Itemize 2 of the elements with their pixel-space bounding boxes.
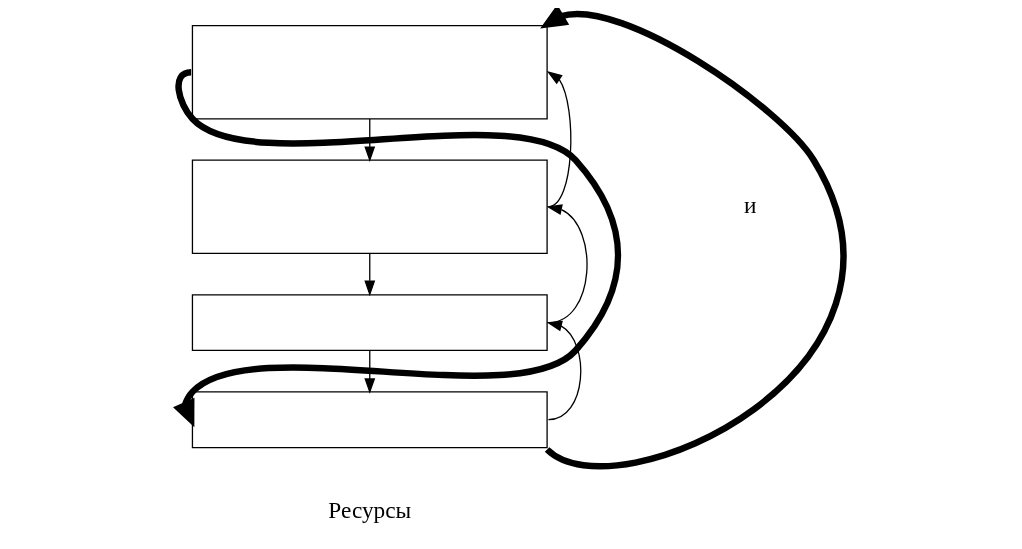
label: и — [744, 191, 757, 218]
label: Ресурсы — [328, 496, 412, 523]
